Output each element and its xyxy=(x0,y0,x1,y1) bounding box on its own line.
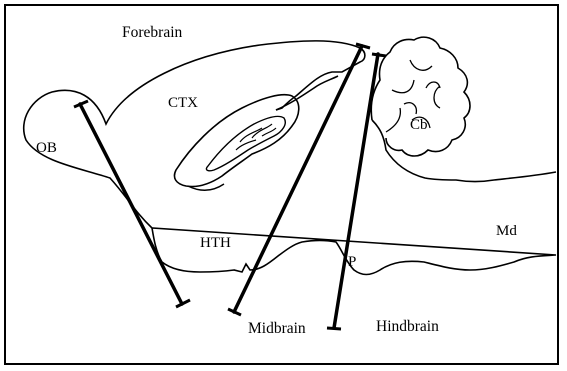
label-midbrain: Midbrain xyxy=(248,320,306,337)
midbrain-dorsal-line xyxy=(276,76,338,110)
label-p: P xyxy=(348,254,356,270)
label-hth: HTH xyxy=(200,235,231,251)
label-forebrain: Forebrain xyxy=(122,24,183,41)
label-md: Md xyxy=(496,223,517,239)
brain-outline xyxy=(24,41,556,275)
label-hindbrain: Hindbrain xyxy=(376,318,439,335)
label-ob: OB xyxy=(36,140,57,156)
label-cb: Cb xyxy=(410,117,428,133)
forebrain-ob-boundary-line xyxy=(80,104,182,304)
label-ctx: CTX xyxy=(168,95,198,111)
midbrain-hindbrain-boundary-line xyxy=(334,54,378,328)
